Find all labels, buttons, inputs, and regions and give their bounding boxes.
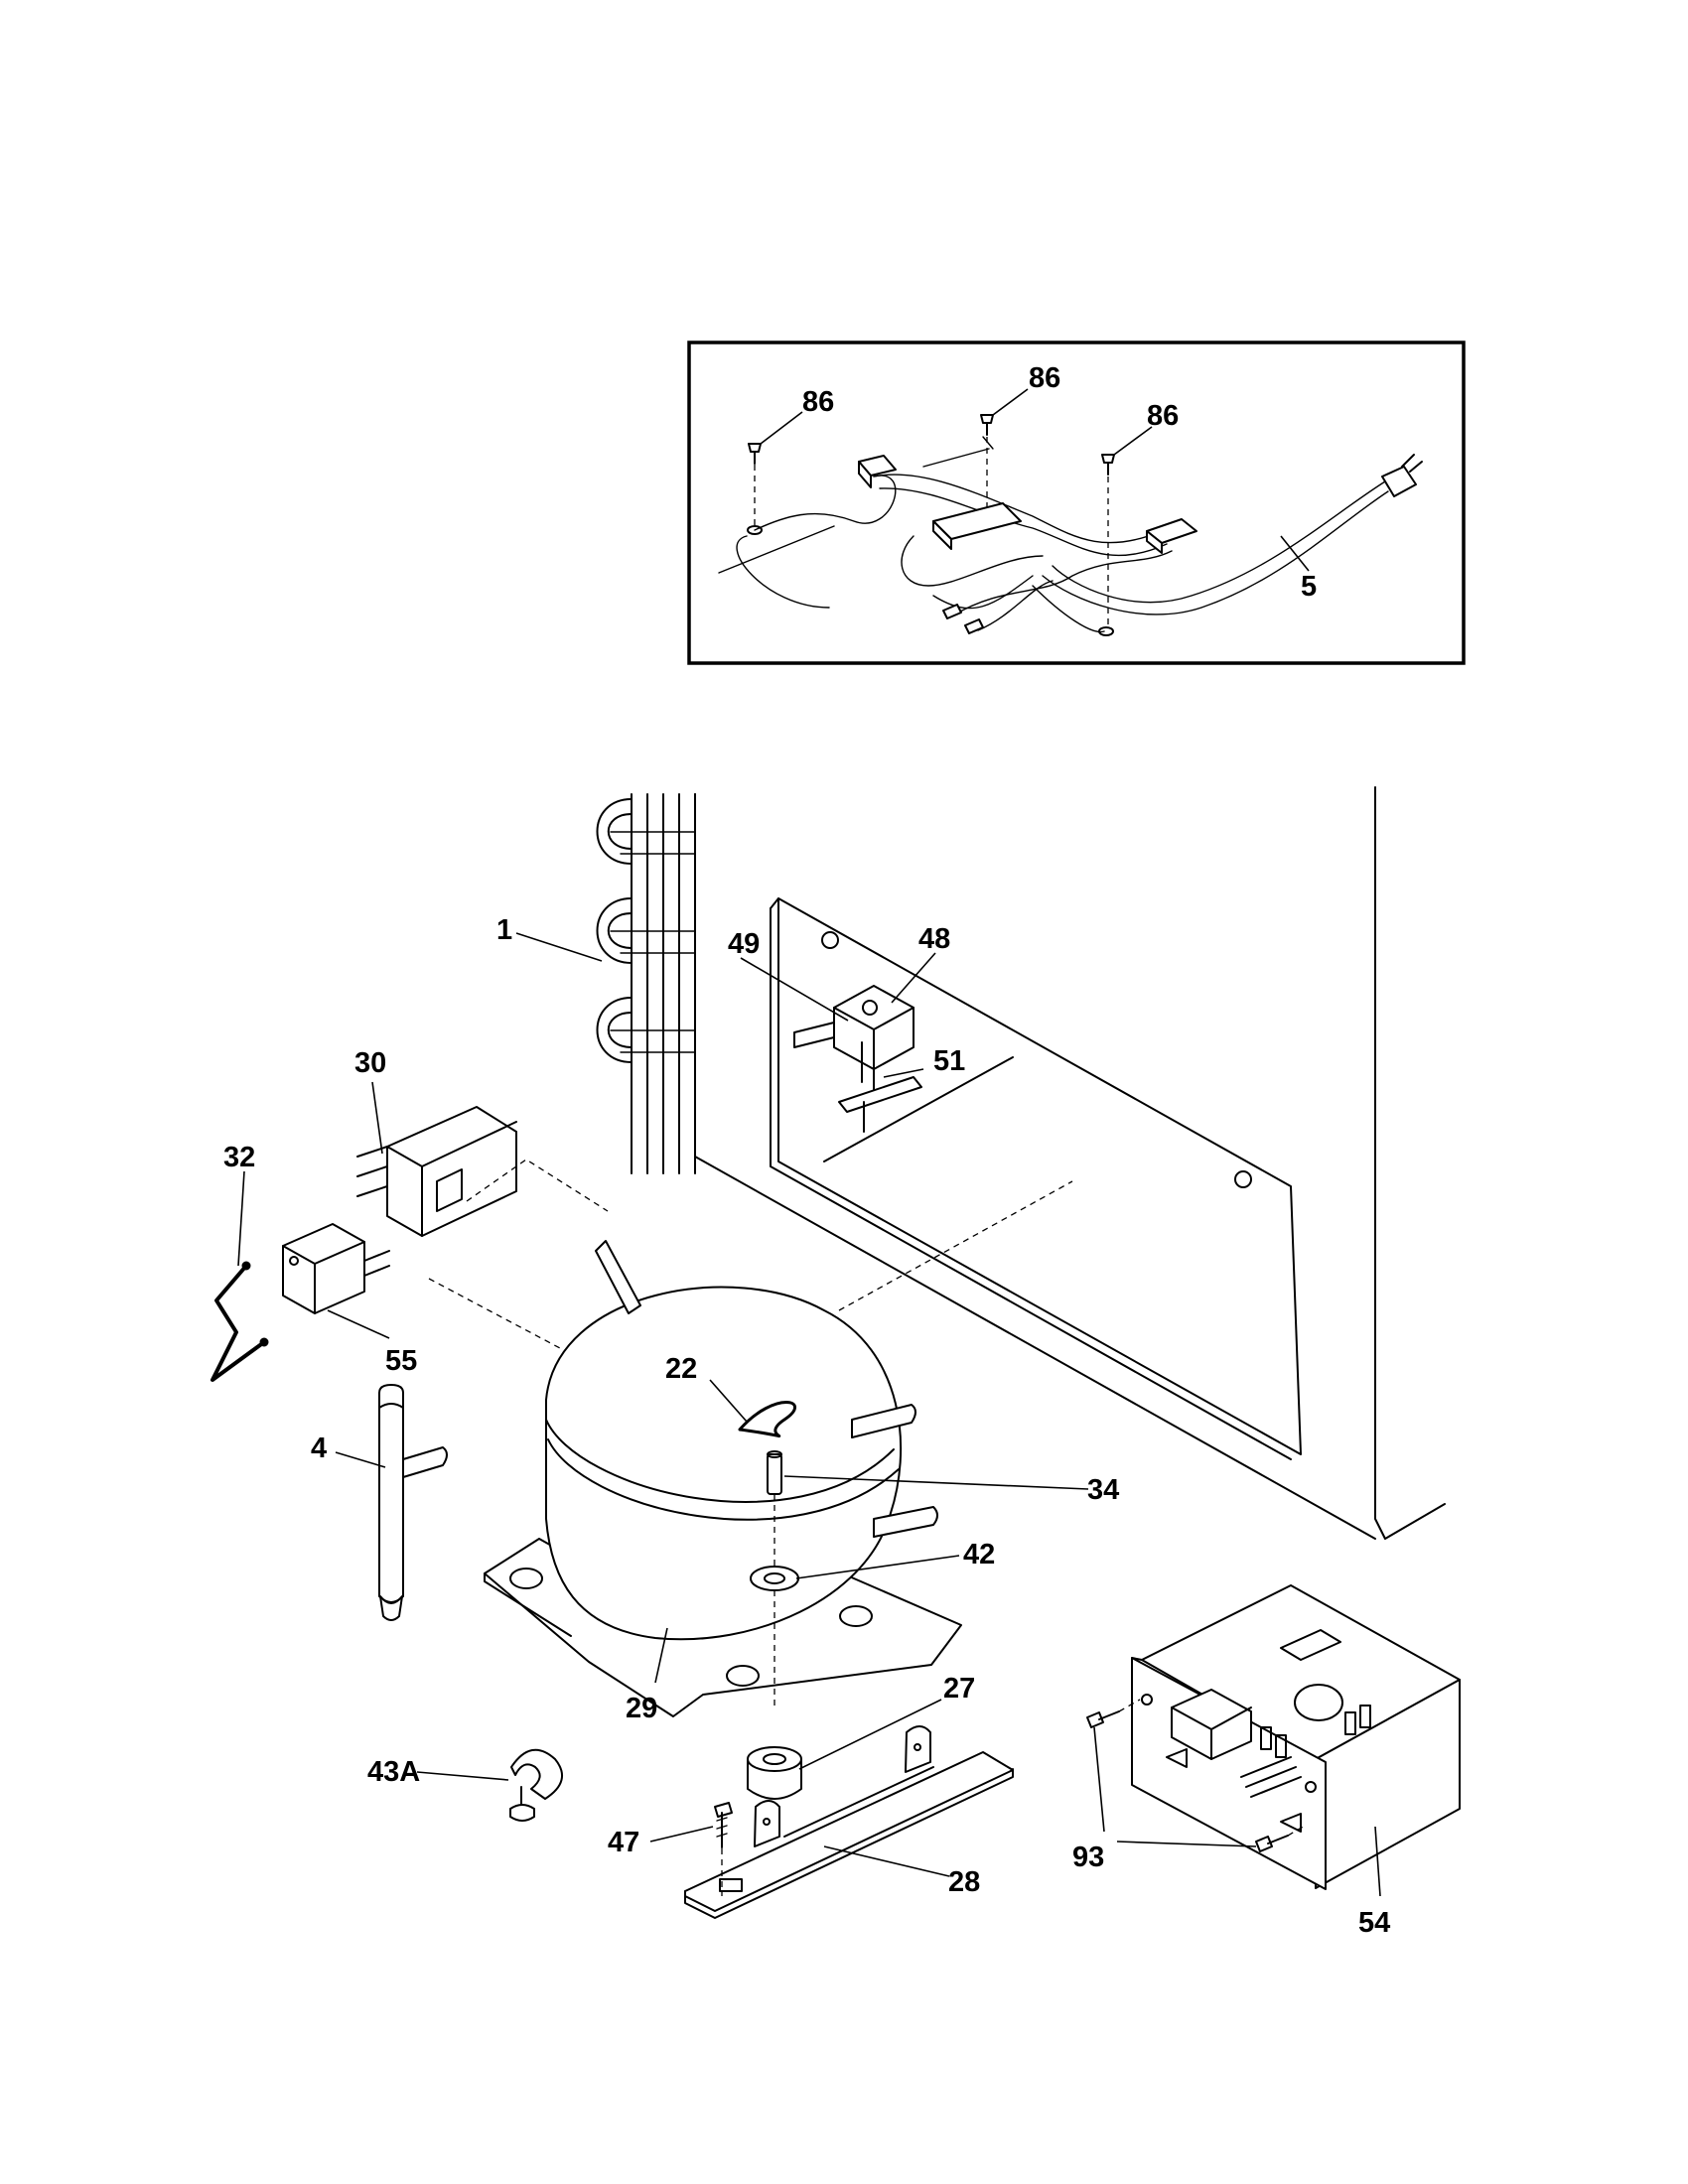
label-27: 27 <box>943 1673 975 1705</box>
label-34: 34 <box>1087 1474 1119 1506</box>
screw-86-right <box>1098 454 1115 636</box>
condenser-coil <box>596 793 696 1174</box>
solenoid-valve <box>793 985 922 1133</box>
label-1: 1 <box>496 914 512 946</box>
compressor-29 <box>484 1240 962 1717</box>
label-43a: 43A <box>367 1756 420 1788</box>
label-48: 48 <box>918 923 950 955</box>
wire-32 <box>211 1261 269 1382</box>
label-86-center: 86 <box>1029 362 1060 394</box>
harness-wires <box>718 436 1389 633</box>
overload-55 <box>282 1223 390 1314</box>
label-49: 49 <box>728 928 760 960</box>
label-93: 93 <box>1072 1842 1104 1873</box>
wiring-harness-inset: 86 86 86 5 <box>687 341 1466 665</box>
label-55: 55 <box>385 1345 417 1377</box>
label-29: 29 <box>626 1693 657 1724</box>
inset-frame <box>687 341 1466 665</box>
screw-47 <box>714 1802 733 1896</box>
screws-93 <box>1086 1699 1308 1852</box>
screw-86-left <box>747 443 763 535</box>
label-4: 4 <box>311 1433 327 1464</box>
label-32: 32 <box>223 1142 255 1173</box>
label-86-right: 86 <box>1147 400 1179 432</box>
relay-30 <box>356 1106 517 1237</box>
filter-drier-4 <box>378 1384 448 1621</box>
label-22: 22 <box>665 1353 697 1385</box>
label-42: 42 <box>963 1539 995 1570</box>
label-86-left: 86 <box>802 386 834 418</box>
label-47: 47 <box>608 1827 639 1858</box>
bracket-28 <box>684 1725 1014 1919</box>
label-5: 5 <box>1301 571 1317 603</box>
screw-86-center <box>980 414 994 524</box>
harness-connectors <box>858 454 1423 634</box>
label-51: 51 <box>933 1045 965 1077</box>
clamp-43a <box>509 1748 564 1822</box>
label-54: 54 <box>1358 1907 1390 1939</box>
grommet-27 <box>747 1746 802 1800</box>
label-28: 28 <box>948 1866 980 1898</box>
control-box-54 <box>1131 1584 1461 1890</box>
label-30: 30 <box>354 1047 386 1079</box>
